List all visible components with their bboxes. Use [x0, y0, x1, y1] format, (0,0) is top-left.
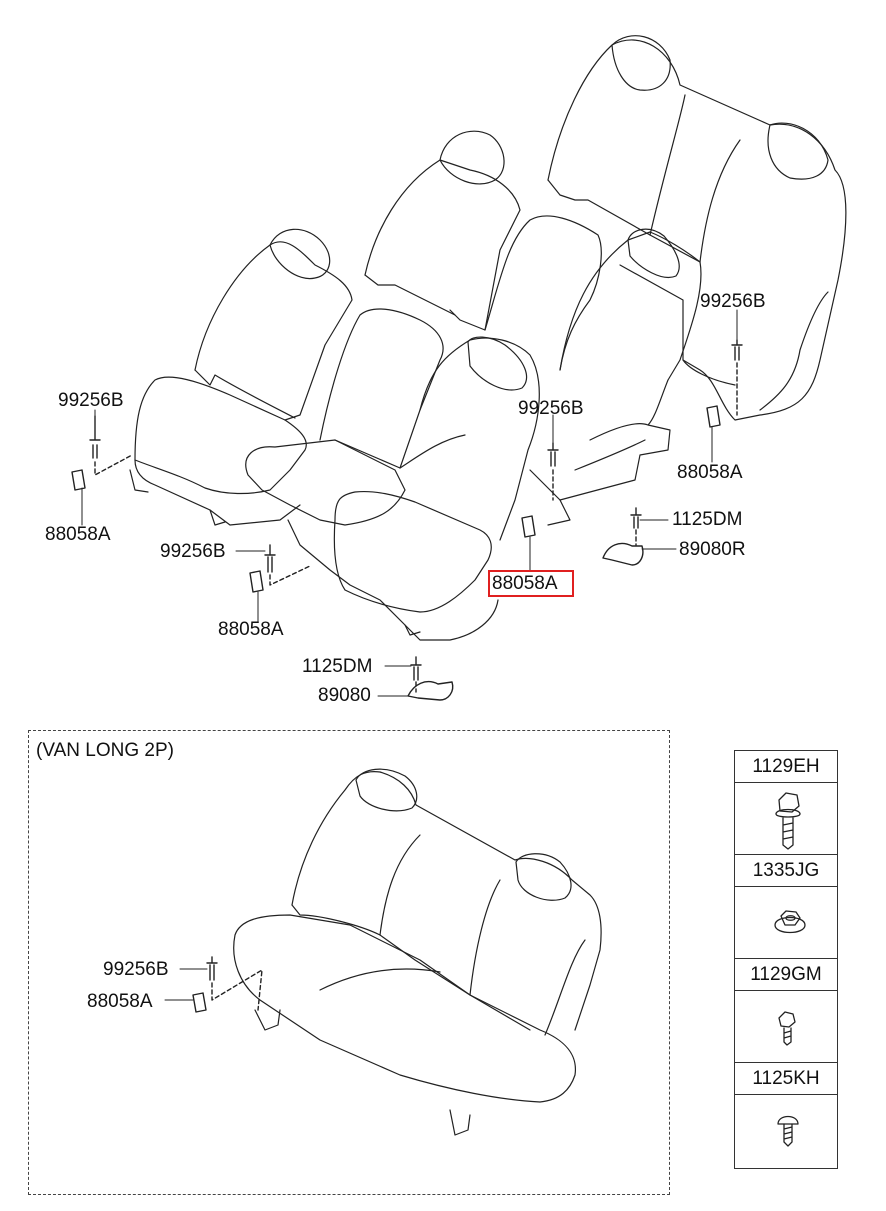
fastener-legend-table: 1129EH 1335JG 1129GM 1125KH — [734, 750, 838, 1169]
legend-icon-cell-4 — [735, 1095, 837, 1167]
van-long-2p-section — [28, 730, 670, 1195]
front-left-seat — [129, 228, 353, 526]
callout-88058a-right: 88058A — [677, 462, 743, 483]
van-callout-99256b: 99256B — [103, 959, 169, 980]
van-long-bench — [233, 768, 602, 1136]
callout-1125dm-left: 1125DM — [302, 656, 373, 677]
long-flange-bolt-icon — [775, 792, 801, 850]
second-row-seats — [364, 130, 702, 526]
flange-nut-icon — [774, 910, 806, 934]
callout-89080r: 89080R — [679, 539, 746, 560]
legend-code-1: 1129EH — [735, 751, 837, 783]
callout-99256b-left: 99256B — [58, 390, 124, 411]
callout-99256b-center: 99256B — [518, 398, 584, 419]
short-bolt-icon — [778, 1011, 796, 1046]
van-fasteners — [164, 956, 263, 1013]
van-section-title: (VAN LONG 2P) — [36, 740, 174, 761]
pan-head-screw-icon — [777, 1115, 799, 1147]
legend-code-4: 1125KH — [735, 1063, 837, 1095]
leader-lines — [81, 309, 738, 697]
legend-code-2: 1335JG — [735, 855, 837, 887]
legend-icon-cell-3 — [735, 991, 837, 1063]
callout-99256b-front: 99256B — [160, 541, 226, 562]
fasteners — [71, 339, 743, 701]
callout-99256b-right: 99256B — [700, 291, 766, 312]
legend-code-3: 1129GM — [735, 959, 837, 991]
callout-89080: 89080 — [318, 685, 371, 706]
callout-88058a-highlighted[interactable]: 88058A — [492, 573, 558, 594]
highlight-box — [488, 570, 574, 597]
van-callout-88058a: 88058A — [87, 991, 153, 1012]
legend-icon-cell-2 — [735, 887, 837, 959]
callout-1125dm-right: 1125DM — [672, 509, 743, 530]
legend-icons — [774, 792, 806, 1147]
legend-icon-cell-1 — [735, 783, 837, 855]
front-right-seat — [245, 308, 540, 641]
callout-88058a-front: 88058A — [218, 619, 284, 640]
third-row-seat — [547, 35, 847, 421]
callout-88058a-left: 88058A — [45, 524, 111, 545]
